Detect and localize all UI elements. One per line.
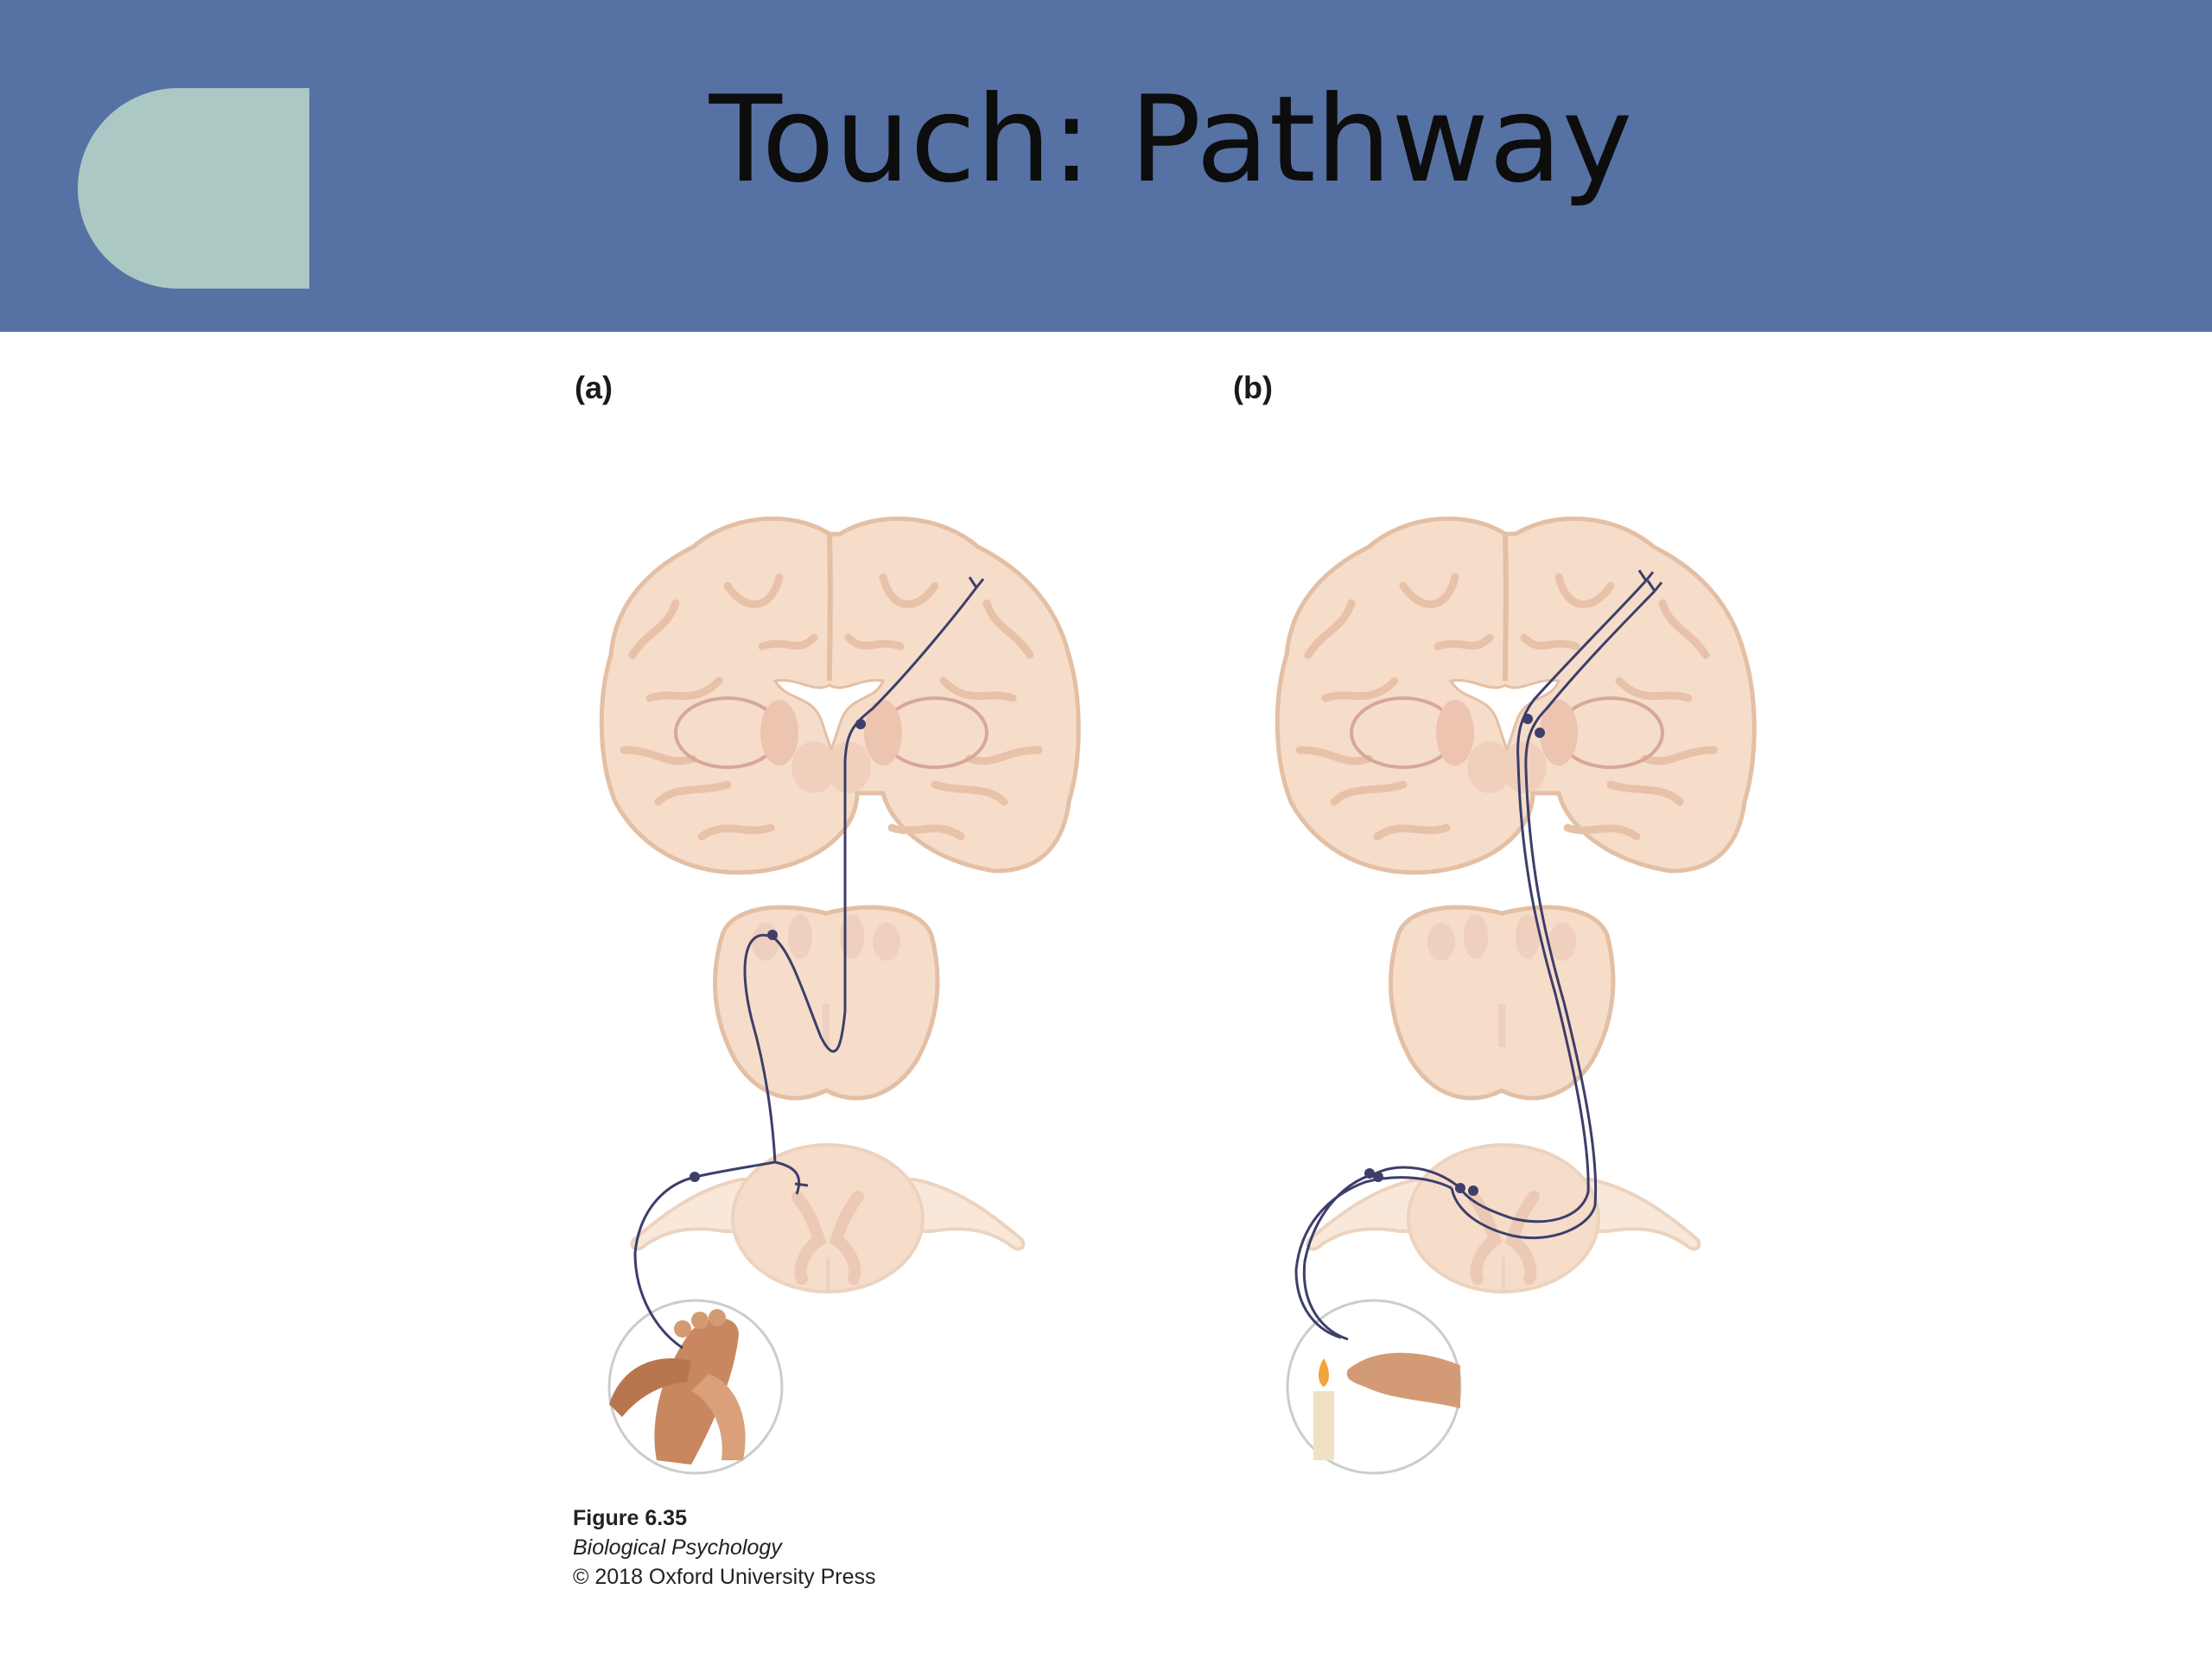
book-title: Biological Psychology	[573, 1535, 782, 1560]
decorative-tab	[78, 88, 309, 289]
brain-coronal-section-b	[1277, 518, 1754, 872]
spinal-cord-section-b	[1308, 1145, 1700, 1292]
neuron-cell-bodies-a	[690, 719, 866, 1182]
slide-title: Touch: Pathway	[709, 70, 1633, 209]
touch-pathway-a	[633, 576, 985, 1350]
panel-b-label: (b)	[1233, 370, 1273, 405]
spinal-cord-section-a	[632, 1145, 1024, 1292]
neuron-cell-bodies-b	[1364, 714, 1545, 1196]
foot-touch-inset-icon	[607, 1299, 784, 1475]
candle-heat-inset-icon	[1286, 1299, 1462, 1475]
figure-number: Figure 6.35	[573, 1506, 687, 1530]
figure-caption: Figure 6.35 Biological Psychology © 2018…	[573, 1503, 876, 1592]
title-bar	[0, 0, 2212, 332]
brain-coronal-section-a	[601, 518, 1078, 872]
panel-a-label: (a)	[575, 370, 613, 405]
copyright-text: © 2018 Oxford University Press	[573, 1565, 876, 1589]
pain-temperature-pathway-b	[1294, 569, 1663, 1341]
